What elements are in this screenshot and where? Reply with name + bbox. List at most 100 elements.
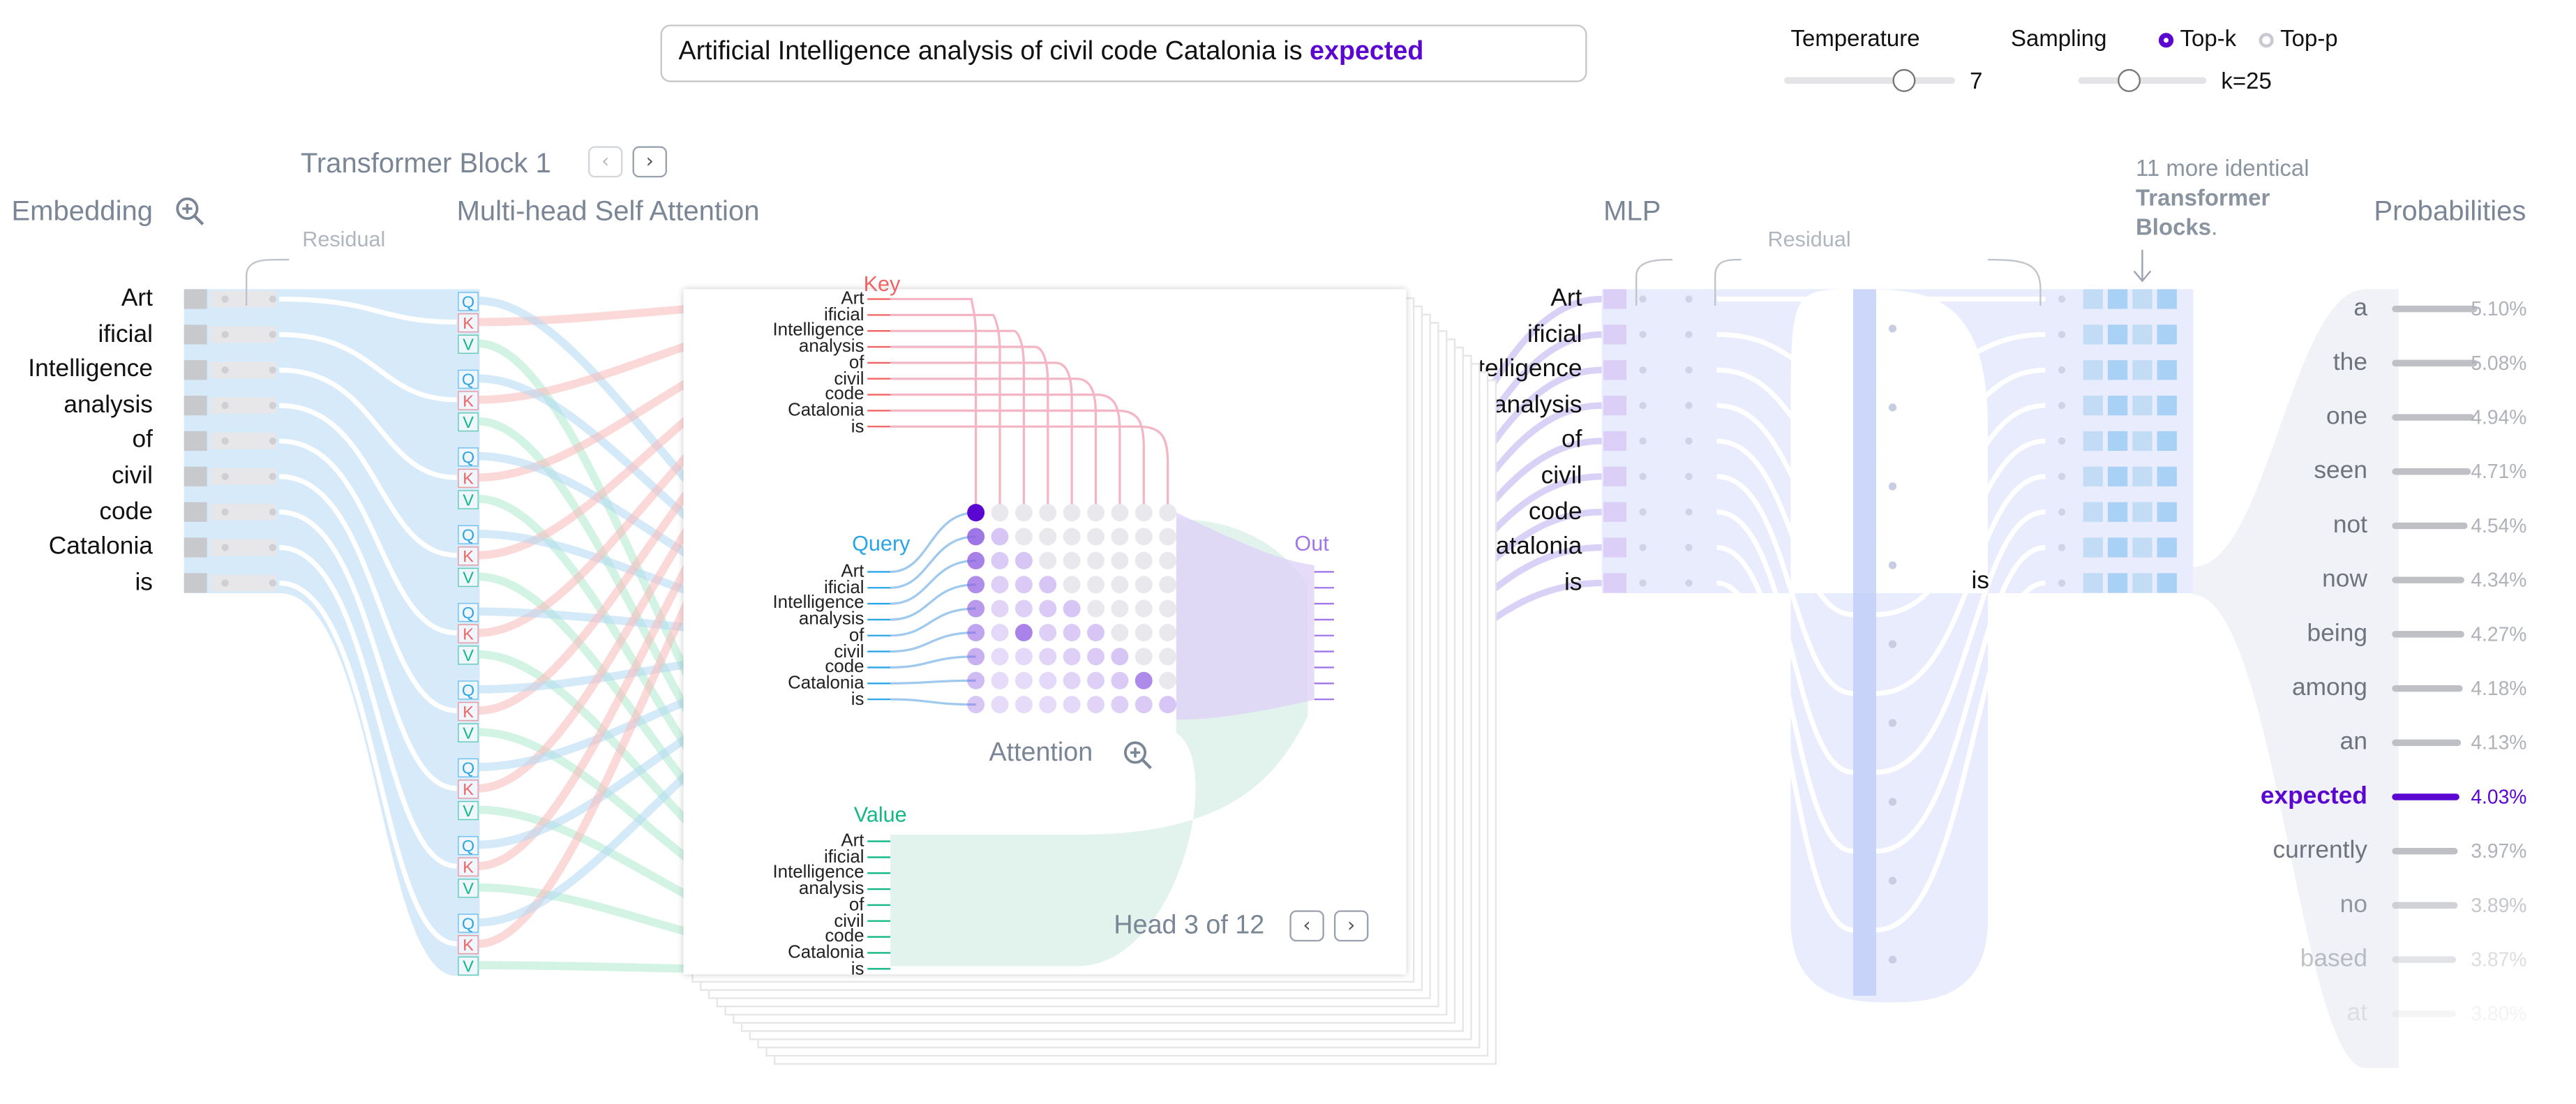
probability-percent: 3.97% — [2471, 840, 2527, 863]
next-block-button[interactable]: › — [632, 146, 667, 178]
probability-percent: 3.87% — [2471, 948, 2527, 971]
qkv-marker: K — [463, 314, 474, 332]
qkv-marker: K — [463, 547, 474, 565]
value-label: Value — [853, 802, 907, 827]
qkv-marker: V — [463, 413, 474, 431]
prev-block-button[interactable]: ‹ — [587, 146, 623, 178]
qkv-marker: K — [463, 703, 474, 721]
probability-percent: 3.80% — [2471, 1002, 2527, 1026]
probability-word[interactable]: the — [2332, 348, 2367, 377]
embedding-token: Art — [121, 284, 153, 313]
residual-label-2: Residual — [1767, 226, 1851, 252]
temperature-slider[interactable] — [1784, 77, 1955, 84]
probability-word[interactable]: expected — [2260, 782, 2367, 810]
probability-bar — [2392, 414, 2475, 421]
head-token-label: analysis — [798, 336, 864, 357]
mlp-token: code — [1528, 497, 1582, 525]
probability-word[interactable]: an — [2339, 728, 2367, 756]
head-counter: Head 3 of 12 — [1114, 911, 1265, 940]
attention-title: Multi-head Self Attention — [456, 195, 760, 227]
qkv-marker: V — [463, 336, 474, 354]
attention-head-drawing — [867, 297, 1334, 970]
k-value: k=25 — [2221, 67, 2272, 94]
temperature-slider-thumb[interactable] — [1892, 68, 1915, 92]
more-blocks-note: 11 more identical Transformer Blocks. — [2136, 153, 2309, 241]
prompt-input[interactable]: Artificial Intelligence analysis of civi… — [660, 24, 1587, 82]
probability-bar — [2392, 468, 2471, 475]
qkv-marker: K — [463, 858, 474, 877]
head-token-label: Catalonia — [788, 401, 864, 421]
attention-label: Attention — [989, 739, 1093, 768]
next-head-button[interactable]: › — [1333, 910, 1369, 942]
topk-slider[interactable] — [2078, 77, 2207, 84]
embedding-title: Embedding — [11, 195, 153, 227]
probability-bar — [2392, 685, 2462, 692]
qkv-marker: Q — [462, 604, 474, 622]
head-token-label: Art — [841, 289, 864, 309]
embedding-token: Catalonia — [48, 532, 153, 561]
mlp-token: of — [1562, 426, 1582, 454]
qkv-marker: V — [463, 724, 474, 742]
probability-percent: 4.34% — [2471, 568, 2527, 592]
probability-word[interactable]: now — [2322, 565, 2367, 594]
head-token-label: Intelligence — [772, 863, 864, 883]
zoom-in-icon[interactable] — [1122, 740, 1153, 771]
topk-slider-thumb[interactable] — [2118, 68, 2141, 92]
qkv-marker: Q — [462, 371, 474, 389]
embedding-token: ificial — [98, 320, 153, 348]
head-token-label: Art — [841, 831, 864, 851]
probability-word[interactable]: among — [2291, 673, 2367, 702]
probability-word[interactable]: at — [2346, 999, 2367, 1027]
head-token-label: code — [825, 927, 864, 947]
probability-word[interactable]: one — [2326, 402, 2367, 431]
qkv-marker: Q — [462, 837, 474, 855]
probability-bar — [2392, 576, 2465, 583]
qkv-marker: Q — [462, 292, 474, 311]
transformer-block-title: Transformer Block 1 — [300, 147, 551, 179]
more-blocks-line2: Transformer — [2135, 184, 2270, 211]
probability-bar — [2392, 359, 2478, 367]
head-token-label: of — [848, 352, 864, 373]
head-token-label: Intelligence — [772, 593, 864, 614]
probability-word[interactable]: currently — [2272, 836, 2367, 865]
probability-word[interactable]: based — [2300, 944, 2367, 973]
last-token: is — [1971, 567, 1990, 595]
head-token-label: of — [848, 895, 864, 916]
probability-percent: 4.94% — [2471, 405, 2527, 429]
head-token-label: ificial — [823, 305, 864, 325]
zoom-in-icon[interactable] — [174, 195, 206, 227]
mlp-token: is — [1564, 568, 1582, 597]
head-token-label: ificial — [823, 847, 864, 867]
probability-bar — [2392, 305, 2478, 313]
head-token-label: code — [825, 385, 864, 405]
probability-word[interactable]: a — [2353, 294, 2367, 322]
head-token-label: ificial — [823, 578, 864, 598]
probability-bar — [2392, 956, 2457, 963]
prev-head-button[interactable]: ‹ — [1289, 910, 1324, 942]
probability-percent: 4.54% — [2471, 514, 2527, 537]
head-token-label: civil — [834, 911, 864, 931]
probability-word[interactable]: not — [2332, 511, 2367, 539]
qkv-marker: K — [463, 391, 474, 410]
head-token-label: Intelligence — [772, 321, 864, 341]
embedding-token: analysis — [63, 390, 153, 419]
qkv-marker: K — [463, 625, 474, 643]
probability-percent: 4.03% — [2471, 785, 2527, 809]
probability-percent: 4.13% — [2471, 731, 2527, 754]
probabilities-title: Probabilities — [2374, 195, 2526, 227]
qkv-marker: Q — [462, 681, 474, 699]
probability-word[interactable]: no — [2339, 890, 2367, 919]
topp-radio[interactable]: Top-p — [2259, 24, 2338, 51]
probability-word[interactable]: seen — [2314, 456, 2367, 485]
head-token-label: is — [851, 417, 864, 437]
probability-word[interactable]: being — [2307, 619, 2367, 648]
embedding-token: Intelligence — [28, 355, 153, 384]
qkv-marker: V — [463, 491, 474, 509]
mlp-token: Art — [1550, 284, 1582, 313]
probability-bar — [2392, 739, 2462, 746]
qkv-marker: K — [463, 470, 474, 488]
qkv-marker: Q — [462, 759, 474, 777]
topk-radio[interactable]: Top-k — [2158, 24, 2236, 51]
